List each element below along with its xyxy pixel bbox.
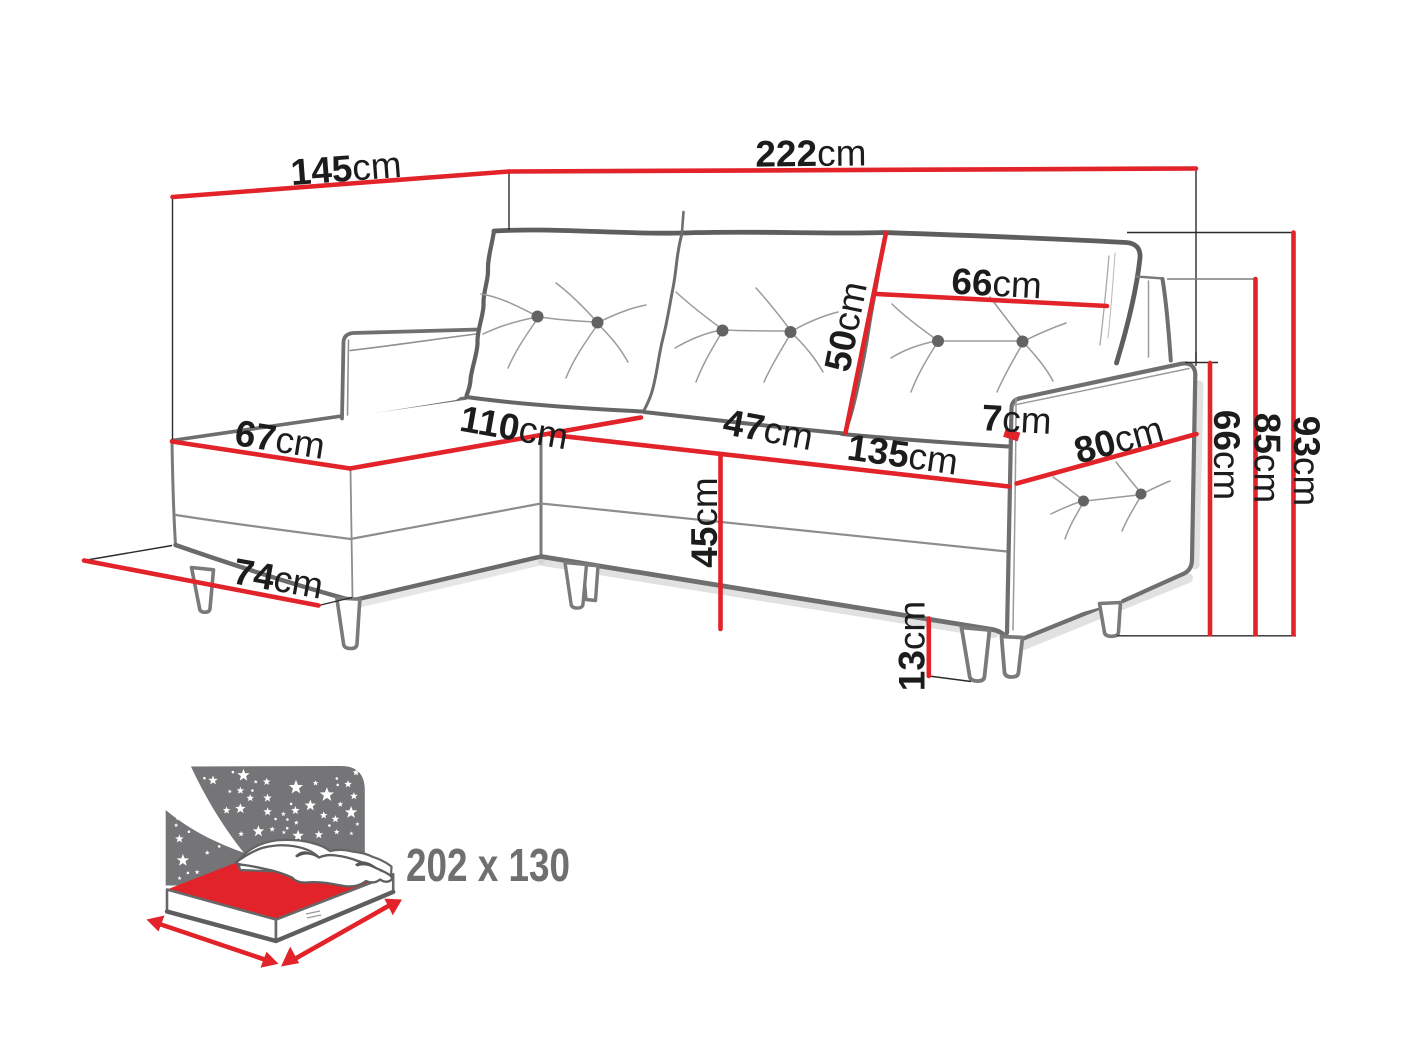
svg-text:66cm: 66cm <box>1206 410 1247 500</box>
svg-text:67cm: 67cm <box>232 412 328 467</box>
svg-text:202 x 130: 202 x 130 <box>406 839 570 891</box>
svg-text:135cm: 135cm <box>845 427 961 483</box>
svg-text:74cm: 74cm <box>230 551 326 607</box>
svg-text:7cm: 7cm <box>981 397 1053 442</box>
svg-text:13cm: 13cm <box>892 601 933 691</box>
svg-text:47cm: 47cm <box>720 401 816 458</box>
svg-text:66cm: 66cm <box>950 261 1043 307</box>
svg-text:50cm: 50cm <box>817 278 875 375</box>
svg-text:85cm: 85cm <box>1247 413 1288 503</box>
svg-text:145cm: 145cm <box>289 144 403 193</box>
svg-text:110cm: 110cm <box>457 398 571 457</box>
svg-text:45cm: 45cm <box>684 477 725 567</box>
svg-text:93cm: 93cm <box>1286 416 1327 506</box>
svg-text:222cm: 222cm <box>755 132 866 174</box>
